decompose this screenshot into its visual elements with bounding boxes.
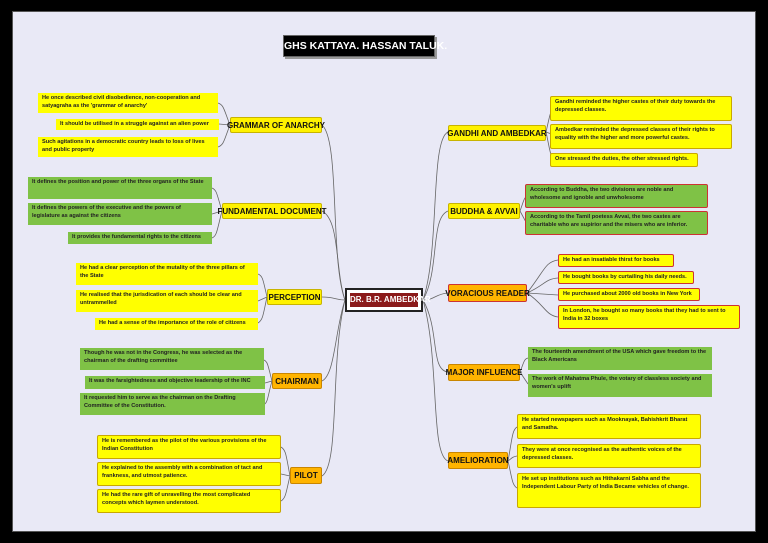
note-chairman-3[interactable]: It requested him to serve as the chairma… (80, 393, 265, 415)
note-perception-2[interactable]: He realised that the jurisdication of ea… (76, 290, 258, 312)
note-gandhi-2[interactable]: Ambedkar reminded the depressed classes … (550, 124, 732, 149)
note-perception-1[interactable]: He had a clear perception of the mutalit… (76, 263, 258, 285)
note-chairman-2[interactable]: It was the farsightedness and objective … (85, 376, 265, 389)
note-chairman-1[interactable]: Though he was not in the Congress, he wa… (80, 348, 264, 370)
central-topic[interactable]: DR. B.R. AMBEDKAR (345, 288, 431, 312)
branch-voracious-reader[interactable]: VORACIOUS READER (445, 284, 530, 302)
note-amelioration-3[interactable]: He set up institutions such as Hithakarn… (517, 473, 701, 508)
note-reader-4[interactable]: In London, he bought so many books that … (558, 305, 740, 329)
link-center-chairman (321, 299, 346, 382)
note-fundamental-1[interactable]: It defines the position and power of the… (28, 177, 212, 199)
branch-gandhi-and-ambedkar[interactable]: GANDHI AND AMBEDKAR (447, 125, 547, 141)
note-influence-2[interactable]: The work of Mahatma Phule, the votary of… (528, 374, 712, 397)
note-grammar-2[interactable]: It should be utilised in a struggle agai… (56, 119, 219, 130)
branch-major-influence[interactable]: MAJOR INFLUENCE (446, 364, 522, 381)
note-buddha-1[interactable]: According to Buddha, the two divisions a… (525, 184, 708, 208)
branch-fundamental-document[interactable]: FUNDAMENTAL DOCUMENT (217, 203, 327, 219)
note-amelioration-1[interactable]: He started newspapers such as Mooknayak,… (517, 414, 701, 439)
note-fundamental-2[interactable]: It defines the powers of the executive a… (28, 203, 212, 225)
branch-pilot[interactable]: PILOT (290, 467, 322, 484)
note-pilot-3[interactable]: He had the rare gift of unravelling the … (97, 489, 281, 513)
branch-perception[interactable]: PERCEPTION (267, 289, 322, 305)
branch-buddha-and-avvai[interactable]: BUDDHA & AVVAI (448, 203, 520, 219)
note-reader-1[interactable]: He had an insatiable thirst for books (558, 254, 674, 267)
link-center-pilot (321, 299, 346, 477)
note-influence-1[interactable]: The fourteenth amendment of the USA whic… (528, 347, 712, 370)
note-grammar-3[interactable]: Such agitations in a democratic country … (38, 137, 218, 157)
link-center-perception (321, 296, 346, 301)
note-grammar-1[interactable]: He once described civil disobedience, no… (38, 93, 218, 113)
branch-amelioration[interactable]: AMELIORATION (447, 452, 509, 469)
note-reader-3[interactable]: He purchased about 2000 old books in New… (558, 288, 700, 301)
page-title: GHS KATTAYA. HASSAN TALUK. (283, 35, 447, 57)
link-center-amelioration (422, 299, 449, 462)
branch-grammar-of-anarchy[interactable]: GRAMMAR OF ANARCHY (227, 117, 325, 133)
link-center-voracious (422, 292, 449, 301)
link-center-fundamental (321, 210, 346, 301)
central-topic-label: DR. B.R. AMBEDKAR (350, 293, 431, 307)
link-center-buddha (422, 210, 449, 301)
branch-chairman[interactable]: CHAIRMAN (272, 373, 322, 389)
note-pilot-1[interactable]: He is remembered as the pilot of the var… (97, 435, 281, 459)
note-pilot-2[interactable]: He explained to the assembly with a comb… (97, 462, 281, 486)
note-reader-2[interactable]: He bought books by curtailing his daily … (558, 271, 694, 284)
note-gandhi-3[interactable]: One stressed the duties, the other stres… (550, 153, 698, 167)
link-center-influence (422, 299, 449, 373)
note-buddha-2[interactable]: According to the Tamil poetess Avvai, th… (525, 211, 708, 235)
link-center-gandhi (422, 131, 449, 301)
note-amelioration-2[interactable]: They were at once recognised as the auth… (517, 444, 701, 468)
note-gandhi-1[interactable]: Gandhi reminded the higher castes of the… (550, 96, 732, 121)
note-perception-3[interactable]: He had a sense of the importance of the … (95, 318, 258, 330)
note-fundamental-3[interactable]: It provides the fundamental rights to th… (68, 232, 212, 244)
